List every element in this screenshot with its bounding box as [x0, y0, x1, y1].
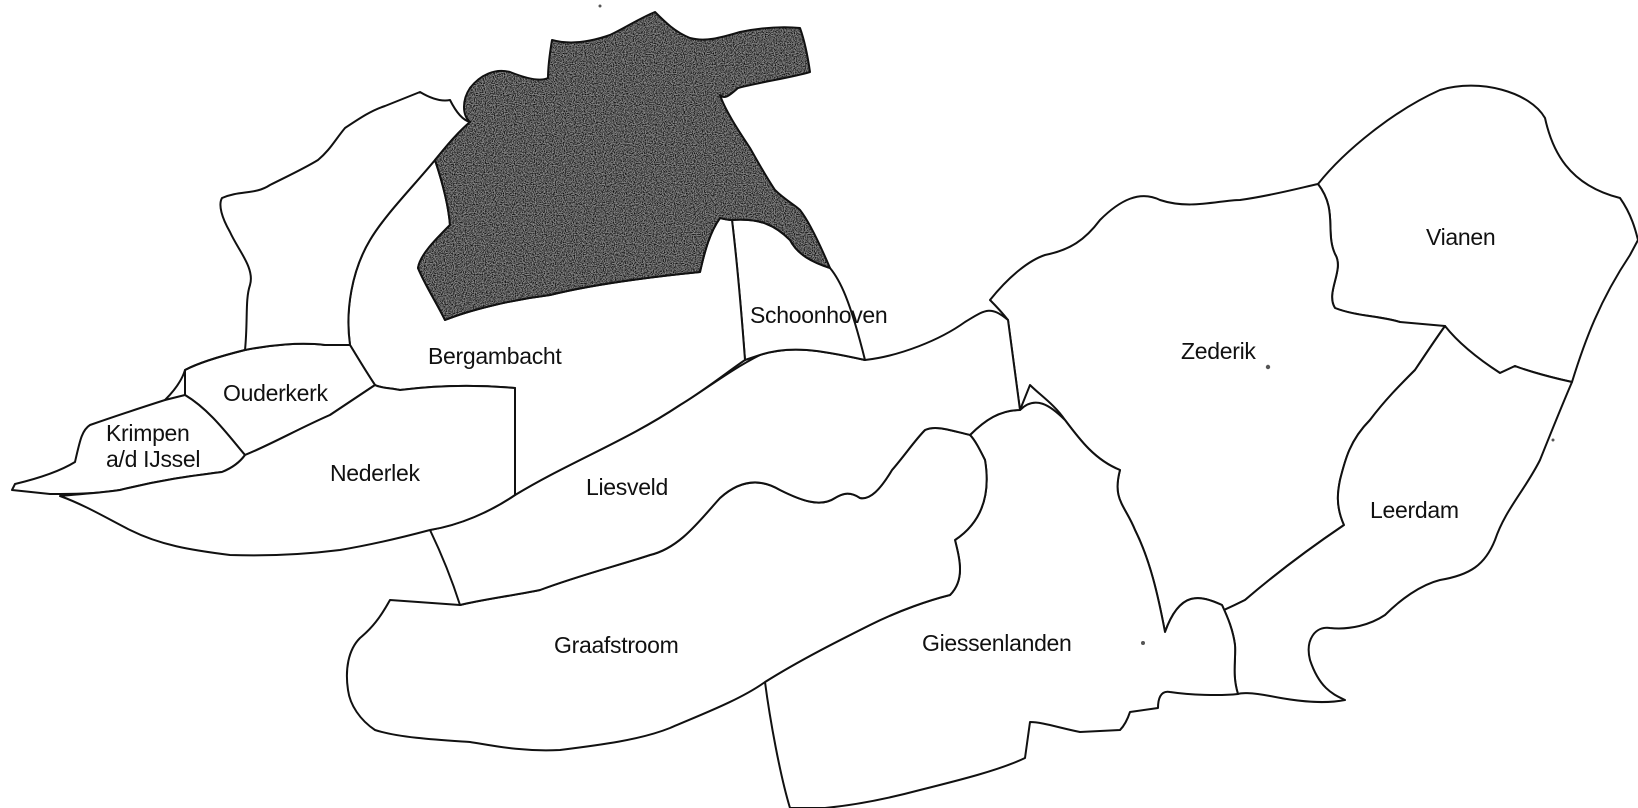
map-speck	[1265, 364, 1271, 370]
label-giessenlanden: Giessenlanden	[922, 630, 1072, 656]
label-bergambacht: Bergambacht	[428, 343, 562, 369]
label-krimpen-line2: a/d IJssel	[106, 446, 200, 472]
label-vianen: Vianen	[1426, 224, 1495, 250]
map-speck	[598, 4, 602, 8]
map-speck	[1551, 438, 1555, 442]
label-graafstroom: Graafstroom	[554, 632, 679, 658]
label-leerdam: Leerdam	[1370, 497, 1459, 523]
region-nederlek[interactable]	[59, 384, 516, 557]
label-ouderkerk: Ouderkerk	[223, 380, 328, 406]
label-nederlek: Nederlek	[330, 460, 420, 486]
map-speck	[1141, 641, 1145, 645]
region-city-highlighted[interactable]	[417, 11, 831, 321]
label-liesveld: Liesveld	[586, 474, 668, 500]
label-schoonhoven: Schoonhoven	[750, 302, 887, 328]
label-zederik: Zederik	[1181, 338, 1256, 364]
region-leerdam[interactable]	[1164, 325, 1573, 704]
label-krimpen-line1: Krimpen	[106, 420, 190, 446]
region-outer-west	[164, 91, 471, 401]
